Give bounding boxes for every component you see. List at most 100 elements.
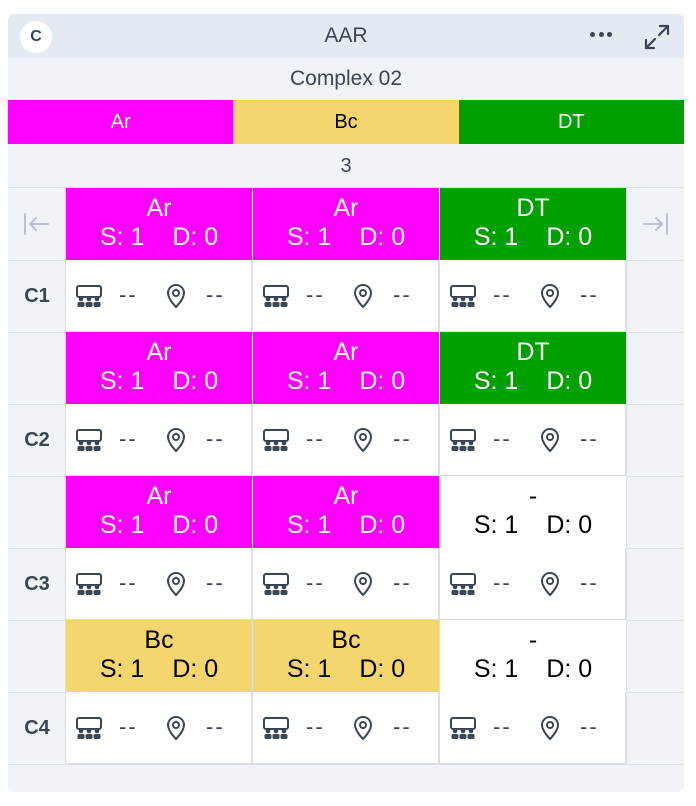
cell-s-value: S: 1 [99,511,145,539]
legend-item-0[interactable]: Ar [8,100,234,144]
cell-info[interactable]: -- -- [66,404,252,476]
location-pin-icon [540,571,560,597]
location-value: -- [206,714,225,739]
seating-icon [261,284,291,308]
location-pin-icon [353,427,373,453]
column-divider [252,188,253,764]
cell-name: DT [516,194,550,222]
cell-info[interactable]: -- -- [440,548,626,620]
cell-name: Bc [144,626,174,654]
location-pin-icon [540,427,560,453]
cell-info[interactable]: ---- [66,548,252,620]
cell-d-value: D: 0 [546,367,593,395]
cell-d-value: D: 0 [546,511,593,539]
legend-item-2[interactable]: DT [458,100,684,144]
location-value: -- [580,282,599,307]
cell-d-value: D: 0 [359,223,406,251]
cell-d-value: D: 0 [172,511,219,539]
cell-info[interactable]: ---- [253,404,439,476]
location-pin-icon [540,283,560,309]
cell-d-value: D: 0 [359,511,406,539]
row-label: C3 [24,573,50,595]
location-value: -- [206,282,225,307]
cell-name: Ar [146,482,172,510]
cell-d-value: D: 0 [359,655,406,683]
capacity-value: -- [119,714,138,739]
cell-s-value: S: 1 [286,511,332,539]
cell-d-value: D: 0 [172,223,219,251]
location-value: -- [393,426,412,451]
cell-name: Ar [146,338,172,366]
location-value: -- [206,426,225,451]
cell-s-value: S: 1 [286,655,332,683]
cell-name: Ar [333,482,359,510]
cell-info[interactable]: ---- [253,548,439,620]
seating-icon [448,428,478,452]
location-pin-icon [353,571,373,597]
cell-d-value: D: 0 [359,367,406,395]
location-value: -- [393,282,412,307]
cell-d-value: D: 0 [172,655,219,683]
seating-icon [261,428,291,452]
seating-icon [74,428,104,452]
capacity-value: -- [493,714,512,739]
cell-s-value: S: 1 [473,655,519,683]
capacity-value: -- [306,282,325,307]
cell-s-value: S: 1 [473,223,519,251]
cell-name: - [528,626,538,654]
cell-name: Ar [333,194,359,222]
cell-info[interactable]: ---- [440,692,626,764]
capacity-value: -- [119,426,138,451]
cell-name: Ar [333,338,359,366]
legend: Ar Bc DT [8,100,684,144]
row-divider [8,764,684,765]
location-pin-icon [166,715,186,741]
cell-name: DT [516,338,550,366]
cell-s-value: S: 1 [99,367,145,395]
avatar[interactable]: C [20,21,52,53]
cell-info[interactable]: -- -- [253,260,439,332]
location-value: -- [580,426,599,451]
capacity-value: -- [493,570,512,595]
location-pin-icon [353,283,373,309]
cell-info[interactable]: -- -- [440,404,626,476]
cell-d-value: D: 0 [546,223,593,251]
location-value: -- [580,570,599,595]
seating-icon [74,284,104,308]
seating-icon [261,572,291,596]
location-pin-icon [166,283,186,309]
row-label: C4 [24,717,50,739]
capacity-value: -- [493,282,512,307]
capacity-value: -- [306,570,325,595]
cell-info[interactable]: -- -- [66,692,252,764]
first-page-icon[interactable] [22,209,52,239]
count-label: 3 [8,144,684,188]
cell-s-value: S: 1 [286,223,332,251]
capacity-value: -- [306,714,325,739]
cell-s-value: S: 1 [286,367,332,395]
expand-icon[interactable] [642,22,672,52]
seating-icon [448,572,478,596]
capacity-value: -- [493,426,512,451]
seating-icon [261,716,291,740]
more-horizontal-icon[interactable] [590,32,612,40]
cell-info[interactable]: ---- [66,260,252,332]
last-page-icon[interactable] [640,209,670,239]
cell-info[interactable]: ---- [253,692,439,764]
cell-info[interactable]: -- -- [440,260,626,332]
legend-item-1[interactable]: Bc [233,100,459,144]
cell-d-value: D: 0 [172,367,219,395]
column-divider [439,188,440,764]
